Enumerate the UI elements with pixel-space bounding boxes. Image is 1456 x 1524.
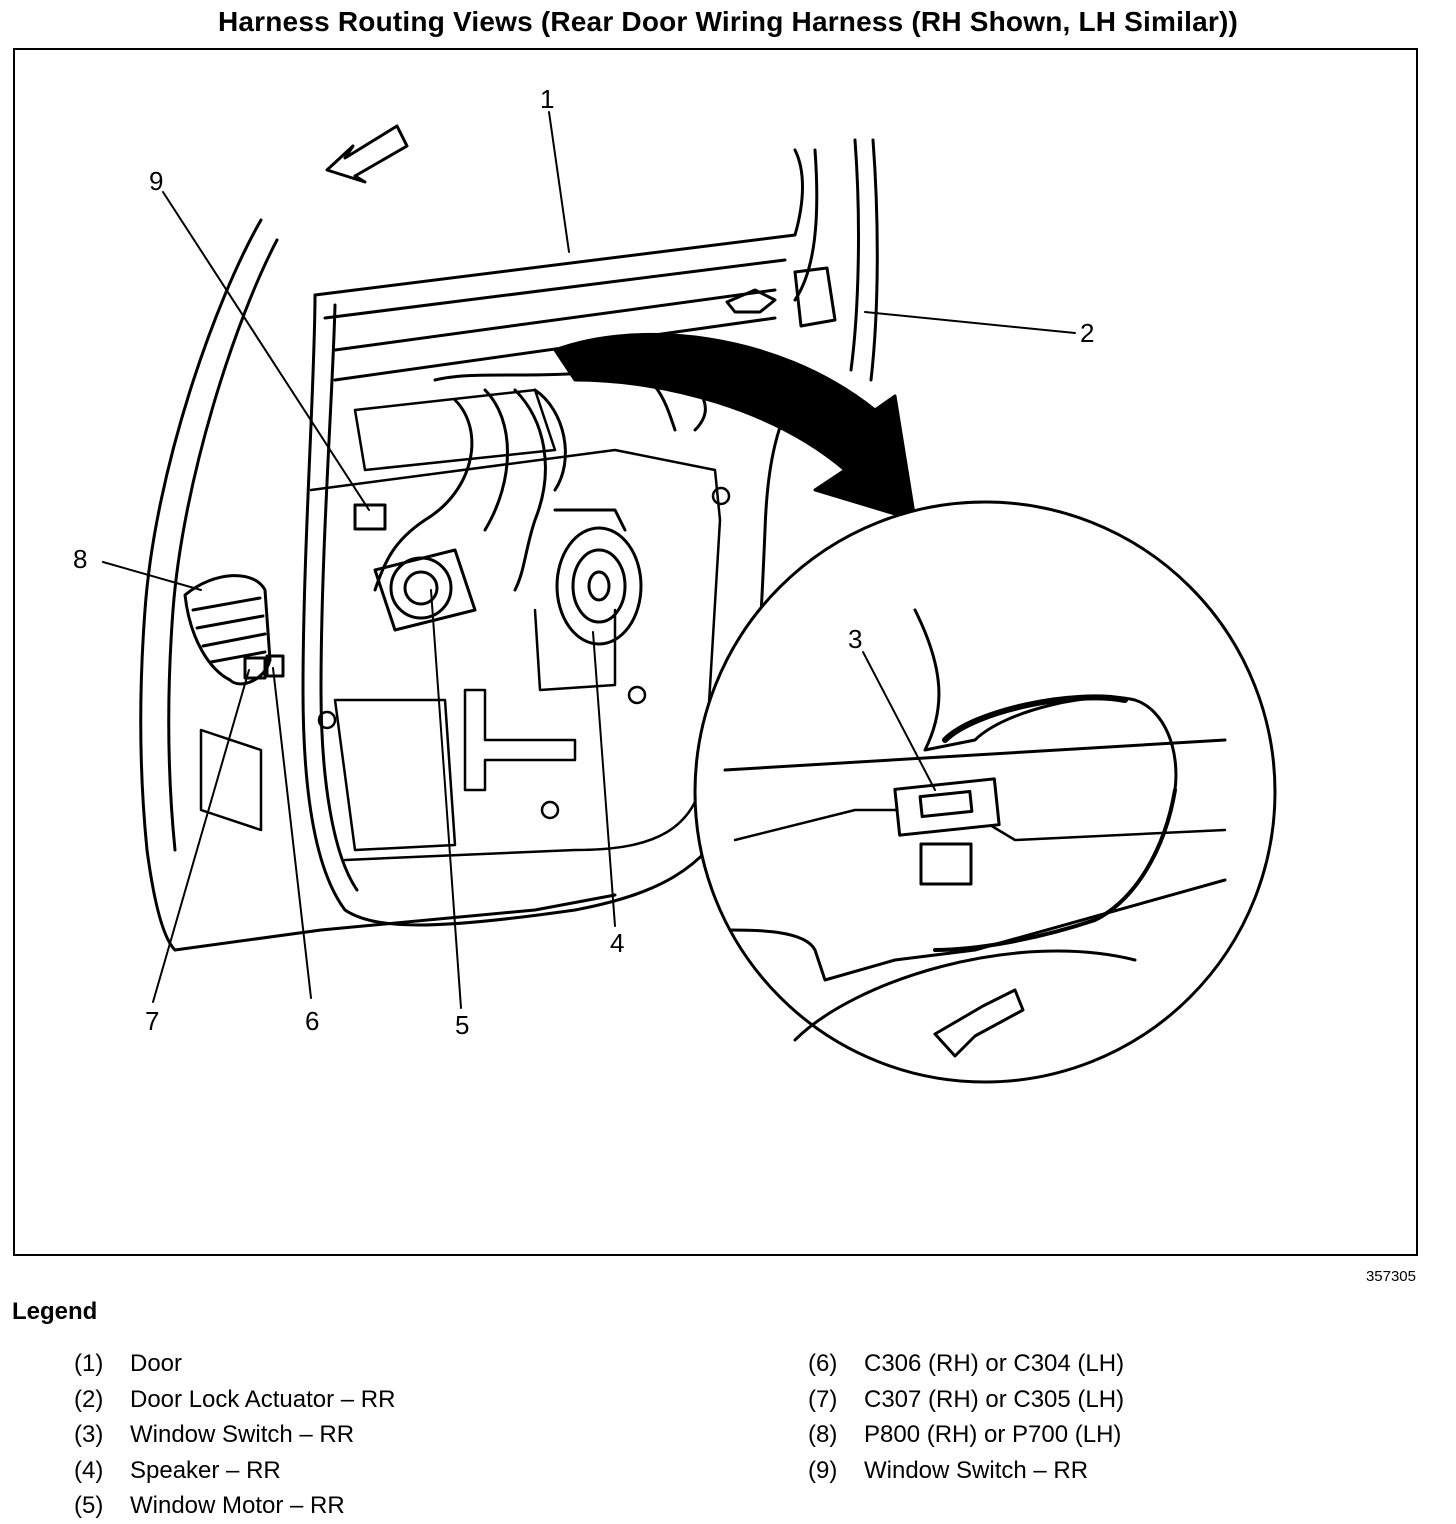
callout-6: 6 <box>305 1006 319 1036</box>
legend-label: P800 (RH) or P700 (LH) <box>864 1421 1122 1448</box>
window-switch-connector <box>353 503 387 531</box>
door-lock-actuator <box>725 266 837 328</box>
legend-item: (1) Door <box>74 1346 395 1382</box>
callout-3: 3 <box>848 624 862 654</box>
callout-7: 7 <box>145 1006 159 1036</box>
legend-item: (6) C306 (RH) or C304 (LH) <box>808 1346 1124 1382</box>
diagram-title: Harness Routing Views (Rear Door Wiring … <box>217 6 1239 37</box>
legend-number: (5) <box>74 1492 104 1519</box>
legend-label: Door Lock Actuator – RR <box>130 1385 396 1413</box>
inner-door-panel <box>309 388 731 862</box>
legend-number: (9) <box>808 1456 838 1484</box>
callout-9: 9 <box>149 166 163 196</box>
legend-number: (8) <box>808 1421 838 1448</box>
callout-2: 2 <box>1080 318 1094 348</box>
legend-number: (1) <box>74 1350 104 1377</box>
callout-leaders <box>102 111 1076 1009</box>
legend-number: (3) <box>74 1421 104 1448</box>
legend-label: Speaker – RR <box>130 1456 281 1484</box>
legend-number: (7) <box>808 1385 838 1413</box>
legend-label: Window Switch – RR <box>130 1421 355 1448</box>
legend-label: C307 (RH) or C305 (LH) <box>864 1385 1125 1413</box>
legend-label: C306 (RH) or C304 (LH) <box>864 1350 1125 1377</box>
forward-arrow-icon <box>325 124 409 184</box>
callout-5: 5 <box>455 1010 469 1040</box>
callout-8: 8 <box>73 544 87 574</box>
legend-item: (8) P800 (RH) or P700 (LH) <box>808 1417 1124 1453</box>
legend-column-right: (6) C306 (RH) or C304 (LH) (7) C307 (RH) o… <box>808 1346 1124 1488</box>
legend-item: (2) Door Lock Actuator – RR <box>74 1382 395 1418</box>
legend-label: Door <box>130 1350 183 1377</box>
legend-label: Window Motor – RR <box>130 1492 345 1519</box>
speaker <box>553 508 643 646</box>
legend-column-left: (1) Door (2) Door Lock Actuator – RR (3) Wi… <box>74 1346 395 1524</box>
window-motor <box>373 548 477 632</box>
legend-item: (3) Window Switch – RR <box>74 1417 395 1453</box>
callout-1: 1 <box>540 84 554 114</box>
legend-title: Legend <box>12 1298 98 1325</box>
legend-item: (9) Window Switch – RR <box>808 1453 1124 1489</box>
connector-boot <box>183 574 285 686</box>
legend-number: (6) <box>808 1350 838 1377</box>
door-harness-illustration: 1 2 3 4 5 6 7 8 9 <box>73 84 1277 1084</box>
legend-item: (7) C307 (RH) or C305 (LH) <box>808 1382 1124 1418</box>
legend-label: Window Switch – RR <box>864 1456 1089 1484</box>
hinge-bracket <box>199 728 263 832</box>
callout-4: 4 <box>610 928 624 958</box>
detail-view-circle <box>693 500 1277 1084</box>
legend-number: (2) <box>74 1385 104 1413</box>
legend-item: (5) Window Motor – RR <box>74 1488 395 1524</box>
figure-id: 357305 <box>1365 1268 1416 1285</box>
legend-item: (4) Speaker – RR <box>74 1453 395 1489</box>
detail-arrow-icon <box>553 332 917 522</box>
legend-number: (4) <box>74 1456 104 1484</box>
diagram-frame: 1 2 3 4 5 6 7 8 9 <box>13 48 1418 1256</box>
